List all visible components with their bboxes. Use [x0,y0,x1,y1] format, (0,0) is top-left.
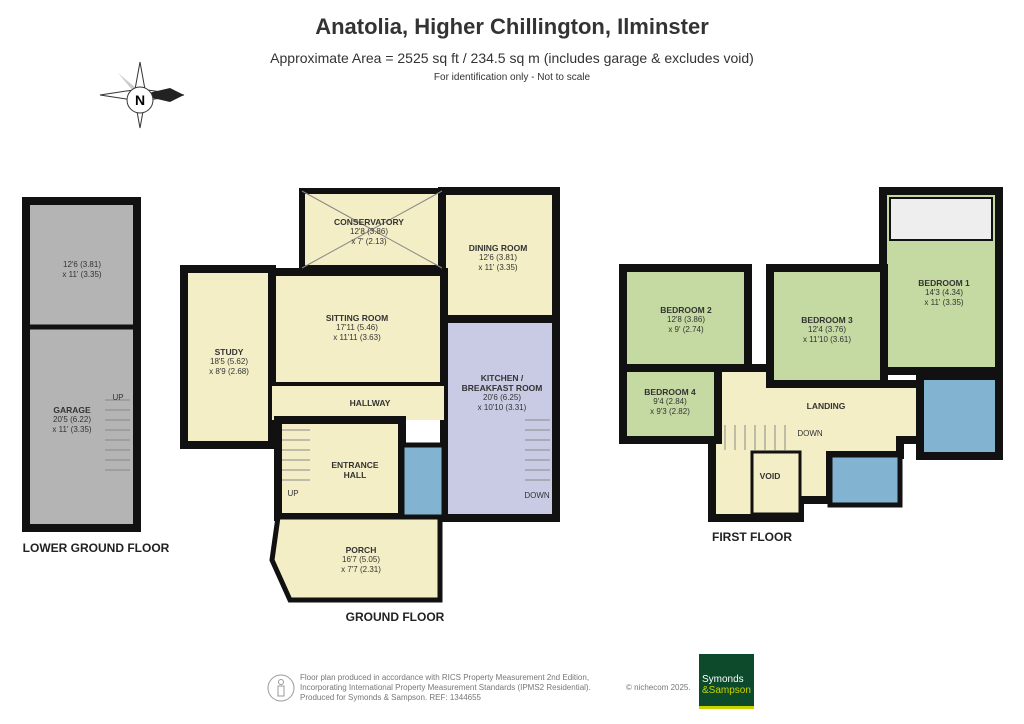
compass-north-east-icon: N [99,61,185,129]
room-label-void: VOID [759,471,781,481]
ground-floor-label: GROUND FLOOR [345,610,445,624]
agent-logo: Symonds&Sampson [699,654,754,709]
area-summary: Approximate Area = 2525 sq ft / 234.5 sq… [270,50,754,66]
first-wc [827,452,903,508]
hallway-room [272,386,444,420]
room-label-landing: LANDING [806,401,846,411]
stair-down-label: DOWN [524,491,550,500]
svg-text:N: N [135,92,145,108]
lower-ground-floor-label: LOWER GROUND FLOOR [22,541,170,555]
footer-disclaimer: Floor plan produced in accordance with R… [300,673,591,702]
person-accessibility-icon [267,674,295,702]
ground-wc [399,442,447,520]
room-label-lower-upper: 12'6 (3.81)x 11' (3.35) [62,260,102,279]
property-title: Anatolia, Higher Chillington, Ilminster [315,14,709,39]
kitchen-room [440,315,560,522]
stair-up-label: UP [287,489,299,498]
stair-down-label: DOWN [797,429,823,438]
stair-up-label: UP [112,393,124,402]
bedroom-3-room [766,264,888,388]
stairs [105,190,786,481]
first-floor-label: FIRST FLOOR [712,530,792,544]
study-room [180,265,276,449]
bathroom-room [916,372,1003,460]
copyright-text: © nichecom 2025. [626,683,691,692]
porch-room [269,514,443,603]
entrance-hall-room [274,416,406,521]
room-label-entrance-hall: ENTRANCE HALL [331,460,379,480]
garage-room [22,197,141,532]
disclaimer-note: For identification only - Not to scale [433,72,591,83]
void-area [750,450,802,516]
room-label-hallway: HALLWAY [349,398,391,408]
